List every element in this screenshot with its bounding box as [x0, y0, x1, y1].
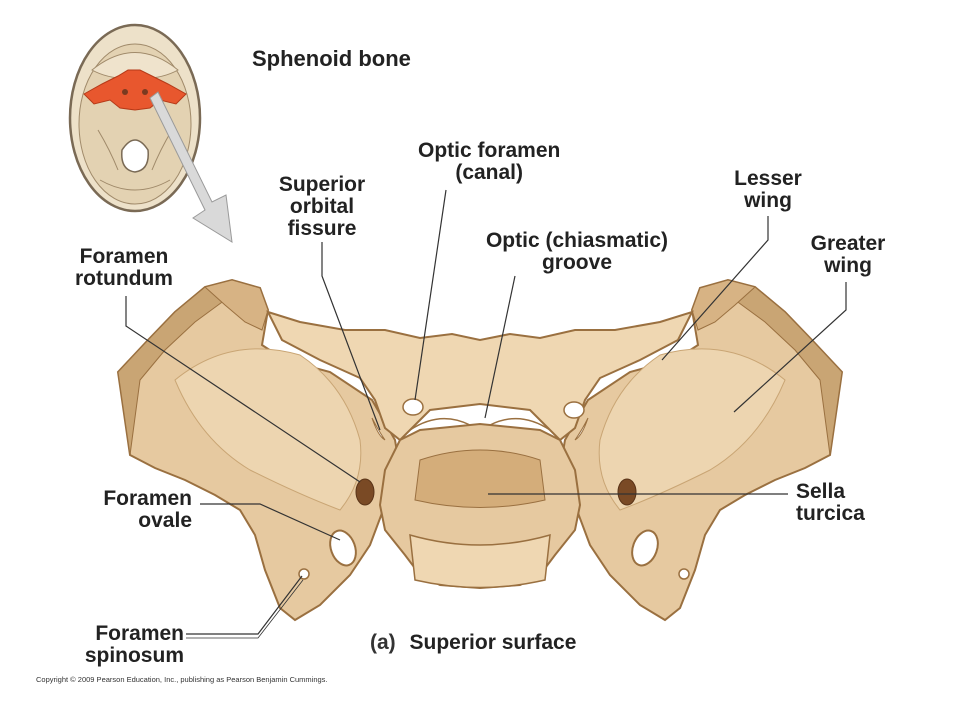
label-line: Greater [810, 232, 886, 255]
optic-foramen-left [402, 398, 424, 416]
label-superior-orbital-fissure: Superior orbital fissure [264, 174, 380, 240]
leader-foramen-ovale [200, 503, 341, 541]
optic-foramen-right [563, 401, 585, 419]
label-line: Optic foramen [418, 139, 561, 162]
foramen-rotundum-left [355, 478, 375, 506]
label-foramen-rotundum: Foramen rotundum [56, 246, 192, 290]
leader-foramen-spinosum [186, 575, 303, 635]
label-line: Optic (chiasmatic) [485, 229, 669, 252]
label-sella-turcica: Sella turcica [796, 481, 865, 525]
foramen-spinosum-right [678, 568, 690, 580]
label-line: spinosum [84, 644, 184, 667]
leader-superior-orbital-fissure [321, 242, 381, 431]
foramen-magnum [121, 139, 149, 173]
label-foramen-ovale: Foramen ovale [66, 488, 192, 532]
copyright-notice: Copyright © 2009 Pearson Education, Inc.… [36, 675, 328, 684]
label-line: wing [744, 189, 792, 212]
label-line: ovale [138, 509, 192, 532]
label-line: Lesser [734, 167, 802, 190]
label-optic-foramen: Optic foramen (canal) [418, 140, 560, 184]
label-foramen-spinosum: Foramen spinosum [48, 623, 184, 667]
caption-text: Superior surface [409, 631, 577, 654]
lesser-wings-body [266, 310, 694, 442]
foramen-rotundum-right [617, 478, 637, 506]
label-line: orbital [289, 195, 355, 218]
superior-orbital-fissure-left [371, 417, 386, 441]
foramen-ovale-right [631, 529, 659, 567]
label-line: rotundum [75, 267, 173, 290]
caption-letter: (a) [370, 631, 396, 654]
label-line: Sella [796, 480, 846, 503]
label-optic-groove: Optic (chiasmatic) groove [452, 230, 702, 274]
figure-caption: (a) Superior surface [370, 632, 576, 654]
label-lesser-wing: Lesser wing [720, 168, 816, 212]
label-line: (canal) [455, 161, 524, 184]
label-line: groove [541, 251, 612, 274]
leader-lesser-wing [661, 216, 769, 361]
leader-foramen-rotundum [125, 296, 361, 483]
label-greater-wing: Greater wing [796, 233, 900, 277]
label-line: wing [824, 254, 872, 277]
label-line: Superior [278, 173, 366, 196]
leader-optic-foramen [414, 189, 447, 401]
leader-greater-wing [733, 282, 847, 413]
label-line: fissure [287, 217, 357, 240]
leader-lines [125, 189, 847, 639]
sphenoid-bone [116, 278, 844, 622]
superior-orbital-fissure-right [574, 417, 589, 441]
leader-optic-groove [484, 275, 516, 419]
skull-inset [68, 23, 202, 213]
pointer-arrow [149, 91, 233, 243]
label-line: Foramen [95, 622, 184, 645]
label-line: turcica [796, 502, 865, 525]
figure-title: Sphenoid bone [252, 46, 411, 71]
foramen-ovale-left [329, 529, 357, 567]
label-line: Foramen [79, 245, 169, 268]
label-line: Foramen [103, 487, 192, 510]
